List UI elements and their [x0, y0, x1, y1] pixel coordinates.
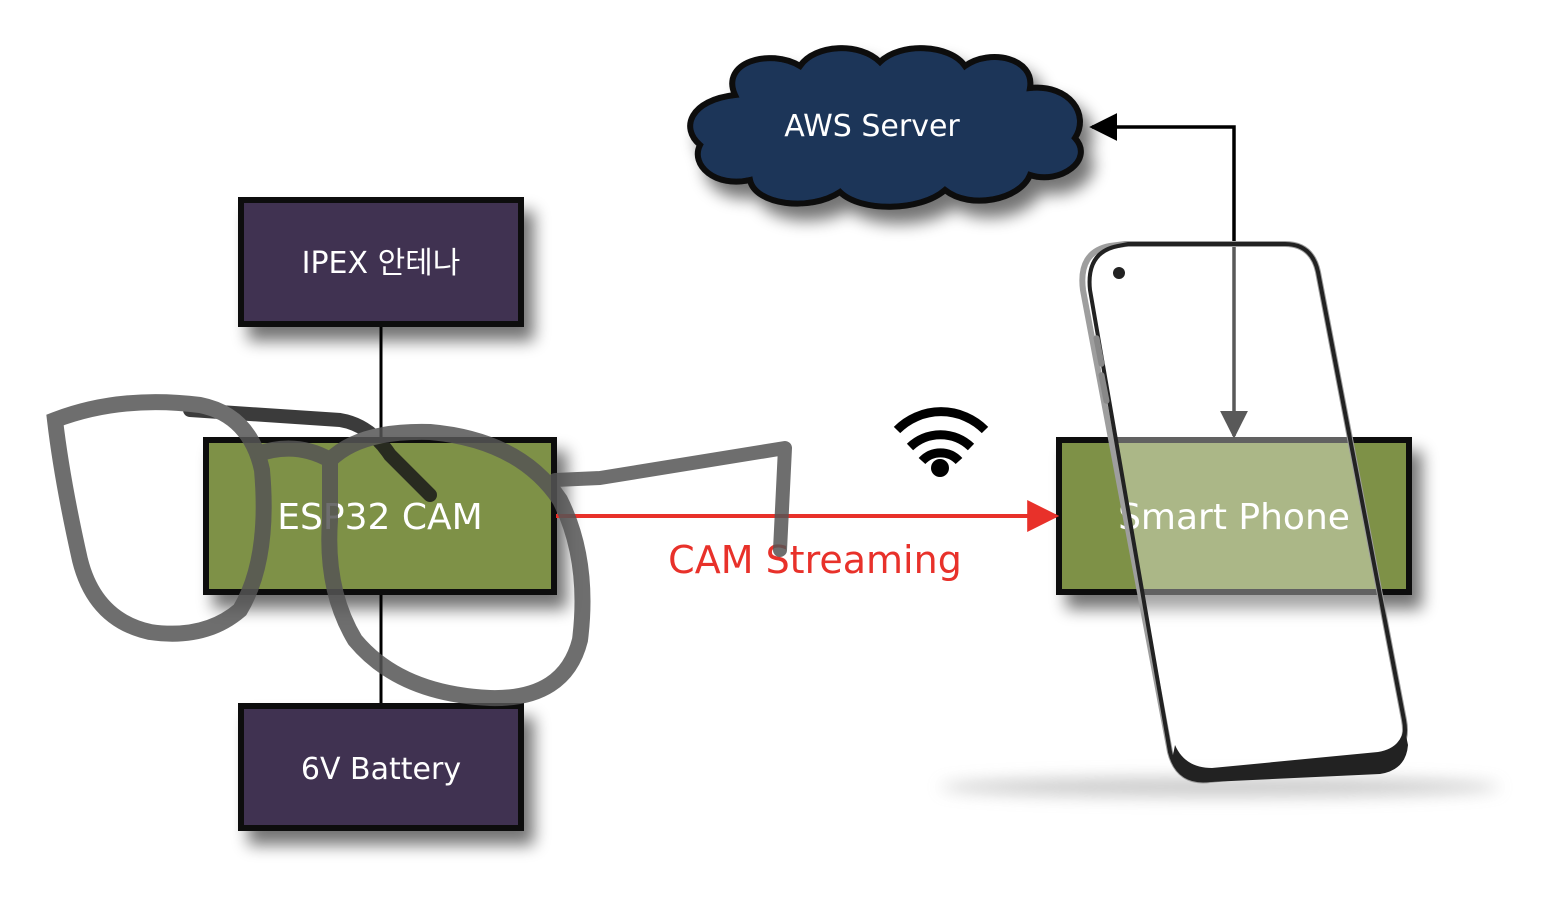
smartphone-illustration — [940, 241, 1500, 797]
ipex-antenna-node[interactable]: IPEX 안테나 — [238, 197, 524, 327]
aws-server-label: AWS Server — [784, 109, 960, 144]
smart-phone-node[interactable]: Smart Phone — [1056, 437, 1412, 595]
battery-node[interactable]: 6V Battery — [238, 703, 524, 831]
aws-server-node[interactable]: AWS Server — [687, 45, 1084, 210]
smart-phone-label: Smart Phone — [1118, 497, 1350, 538]
cloud-shape — [687, 45, 1084, 210]
phone-server-edge — [1089, 113, 1248, 439]
ipex-antenna-box — [238, 197, 524, 327]
battery-box — [238, 703, 524, 831]
cam-streaming-label: CAM Streaming — [668, 538, 962, 582]
esp32-cam-label: ESP32 CAM — [277, 497, 482, 538]
battery-label: 6V Battery — [301, 752, 461, 787]
front-camera — [1113, 267, 1125, 279]
wifi-icon — [893, 407, 989, 477]
ipex-antenna-label: IPEX 안테나 — [302, 246, 461, 281]
cam-streaming-edge: CAM Streaming — [556, 500, 1060, 582]
eyeglasses-illustration — [46, 394, 792, 707]
